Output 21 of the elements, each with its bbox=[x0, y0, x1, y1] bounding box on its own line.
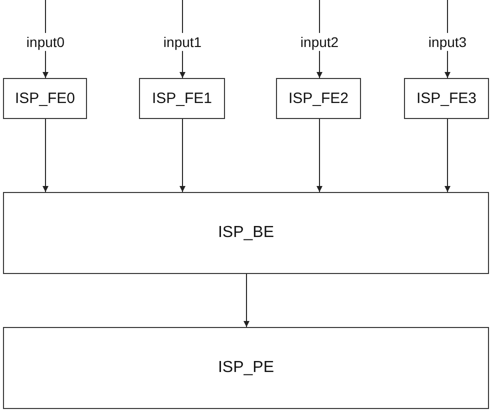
box-label: ISP_FE1 bbox=[152, 90, 212, 108]
box-label: ISP_FE3 bbox=[416, 90, 477, 108]
process-box bbox=[404, 78, 489, 119]
process-box bbox=[139, 78, 225, 119]
box-label: ISP_FE2 bbox=[288, 90, 349, 108]
arrow bbox=[42, 118, 48, 192]
arrow bbox=[244, 274, 250, 328]
process-box bbox=[3, 327, 489, 409]
process-box bbox=[3, 78, 87, 119]
process-box bbox=[276, 78, 361, 119]
arrow bbox=[444, 118, 450, 192]
process-box bbox=[3, 192, 489, 274]
edge-label: input0 bbox=[25, 33, 66, 52]
arrow bbox=[180, 118, 186, 192]
edge-label: input1 bbox=[162, 33, 203, 52]
edge-label: input2 bbox=[299, 33, 340, 52]
box-label: ISP_BE bbox=[218, 223, 274, 243]
box-label: ISP_FE0 bbox=[14, 90, 76, 108]
edge-label: input3 bbox=[427, 33, 468, 52]
box-label: ISP_PE bbox=[218, 358, 274, 378]
arrow bbox=[316, 118, 322, 192]
